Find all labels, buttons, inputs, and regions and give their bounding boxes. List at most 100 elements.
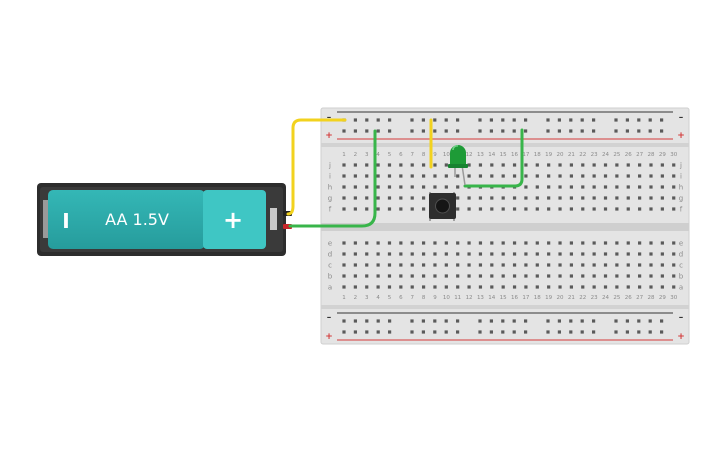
terminal-hole[interactable] [569, 252, 573, 256]
rail-hole[interactable] [456, 330, 460, 334]
terminal-hole[interactable] [581, 274, 585, 278]
terminal-hole[interactable] [535, 163, 539, 167]
rail-hole[interactable] [524, 330, 528, 334]
green-wire-battery-to-rail[interactable] [288, 129, 377, 228]
terminal-hole[interactable] [672, 163, 676, 167]
terminal-hole[interactable] [353, 185, 357, 189]
terminal-hole[interactable] [603, 252, 608, 256]
terminal-hole[interactable] [421, 185, 426, 189]
rail-hole[interactable] [592, 129, 596, 133]
terminal-hole[interactable] [490, 285, 494, 289]
terminal-hole[interactable] [581, 163, 585, 167]
terminal-hole[interactable] [342, 285, 346, 289]
terminal-hole[interactable] [376, 174, 380, 178]
terminal-hole[interactable] [603, 174, 608, 178]
terminal-hole[interactable] [501, 252, 505, 256]
terminal-hole[interactable] [603, 185, 608, 189]
rail-hole[interactable] [501, 330, 505, 334]
terminal-hole[interactable] [615, 263, 619, 267]
rail-hole[interactable] [353, 319, 357, 323]
terminal-hole[interactable] [626, 196, 630, 200]
terminal-hole[interactable] [581, 263, 585, 267]
terminal-hole[interactable] [615, 252, 619, 256]
terminal-hole[interactable] [660, 252, 664, 256]
terminal-hole[interactable] [638, 241, 642, 245]
terminal-hole[interactable] [421, 207, 426, 211]
terminal-hole[interactable] [421, 252, 426, 256]
terminal-hole[interactable] [558, 274, 562, 278]
terminal-hole[interactable] [433, 185, 437, 189]
rail-hole[interactable] [557, 319, 561, 323]
rail-hole[interactable] [580, 129, 584, 133]
rail-hole[interactable] [557, 330, 561, 334]
rail-hole[interactable] [637, 319, 641, 323]
terminal-hole[interactable] [592, 285, 596, 289]
terminal-hole[interactable] [342, 207, 346, 211]
terminal-hole[interactable] [387, 196, 392, 200]
push-button[interactable] [429, 192, 456, 221]
terminal-hole[interactable] [501, 174, 505, 178]
rail-hole[interactable] [648, 129, 652, 133]
terminal-hole[interactable] [615, 174, 619, 178]
rail-hole[interactable] [512, 330, 516, 334]
rail-hole[interactable] [501, 118, 505, 122]
rail-hole[interactable] [388, 319, 392, 323]
terminal-hole[interactable] [592, 174, 596, 178]
rail-hole[interactable] [512, 319, 516, 323]
terminal-hole[interactable] [490, 163, 494, 167]
terminal-hole[interactable] [353, 274, 357, 278]
terminal-hole[interactable] [410, 163, 414, 167]
rail-hole[interactable] [512, 129, 516, 133]
terminal-hole[interactable] [535, 196, 539, 200]
terminal-hole[interactable] [467, 207, 471, 211]
terminal-hole[interactable] [433, 174, 437, 178]
terminal-hole[interactable] [478, 207, 483, 211]
terminal-hole[interactable] [433, 274, 437, 278]
terminal-hole[interactable] [490, 174, 494, 178]
terminal-hole[interactable] [524, 163, 528, 167]
terminal-hole[interactable] [547, 241, 551, 245]
terminal-hole[interactable] [410, 207, 414, 211]
rail-hole[interactable] [388, 118, 392, 122]
terminal-hole[interactable] [638, 252, 642, 256]
terminal-hole[interactable] [569, 163, 573, 167]
terminal-hole[interactable] [547, 174, 551, 178]
terminal-hole[interactable] [535, 207, 539, 211]
rail-hole[interactable] [546, 330, 550, 334]
rail-hole[interactable] [376, 118, 380, 122]
rail-hole[interactable] [501, 319, 505, 323]
terminal-hole[interactable] [649, 185, 653, 189]
terminal-hole[interactable] [672, 263, 676, 267]
terminal-hole[interactable] [353, 285, 357, 289]
terminal-hole[interactable] [467, 196, 471, 200]
rail-hole[interactable] [557, 118, 561, 122]
rail-hole[interactable] [614, 330, 618, 334]
terminal-hole[interactable] [444, 263, 448, 267]
rail-hole[interactable] [580, 319, 584, 323]
terminal-hole[interactable] [456, 252, 460, 256]
terminal-hole[interactable] [592, 196, 596, 200]
rail-hole[interactable] [648, 118, 652, 122]
terminal-hole[interactable] [433, 163, 437, 167]
terminal-hole[interactable] [581, 285, 585, 289]
terminal-hole[interactable] [353, 207, 357, 211]
yellow-wire-battery-to-rail[interactable] [286, 118, 347, 216]
terminal-hole[interactable] [569, 196, 573, 200]
terminal-hole[interactable] [456, 274, 460, 278]
terminal-hole[interactable] [478, 252, 483, 256]
terminal-hole[interactable] [501, 285, 505, 289]
terminal-hole[interactable] [410, 174, 414, 178]
terminal-hole[interactable] [512, 241, 517, 245]
terminal-hole[interactable] [524, 196, 528, 200]
terminal-hole[interactable] [399, 163, 403, 167]
terminal-hole[interactable] [638, 274, 642, 278]
rail-hole[interactable] [660, 129, 664, 133]
terminal-hole[interactable] [603, 285, 608, 289]
terminal-hole[interactable] [376, 252, 380, 256]
terminal-hole[interactable] [399, 196, 403, 200]
rail-hole[interactable] [433, 319, 437, 323]
terminal-hole[interactable] [626, 274, 630, 278]
rail-hole[interactable] [478, 330, 482, 334]
terminal-hole[interactable] [660, 241, 664, 245]
terminal-hole[interactable] [399, 252, 403, 256]
